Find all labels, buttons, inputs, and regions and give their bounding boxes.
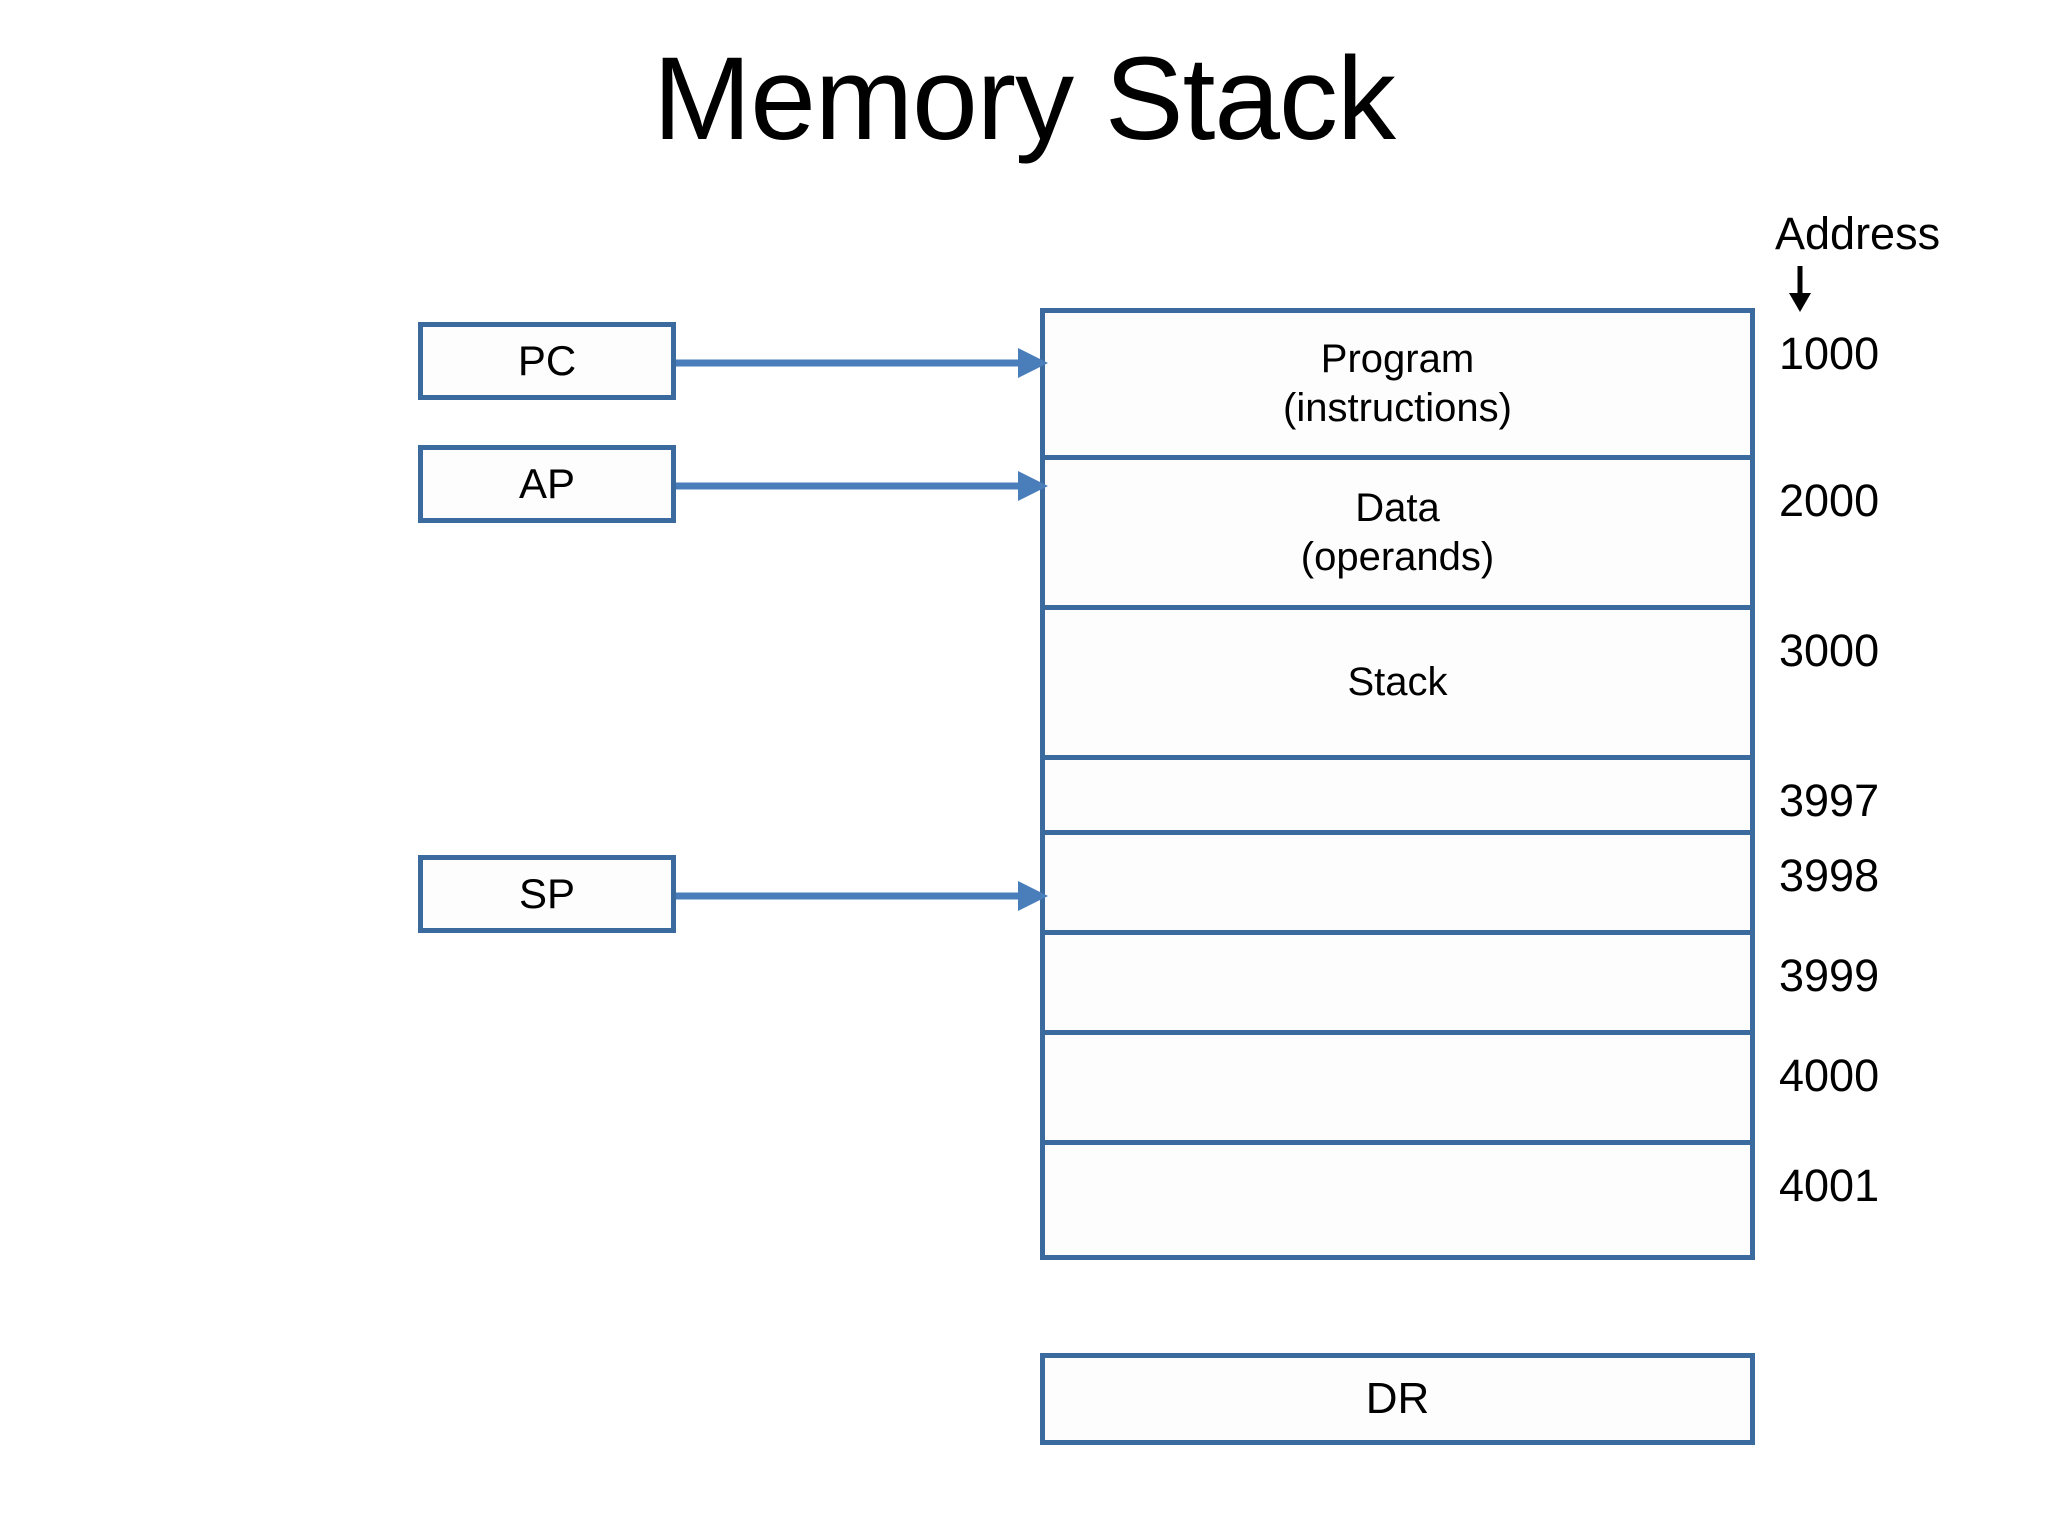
memory-row: Stack — [1045, 610, 1750, 760]
register-box-ap[interactable]: AP — [418, 445, 676, 523]
memory-row-label-line2: (instructions) — [1283, 386, 1512, 430]
memory-row — [1045, 1035, 1750, 1145]
memory-row-label-line1: Stack — [1347, 660, 1448, 705]
memory-row — [1045, 760, 1750, 835]
memory-row-label: Data(operands) — [1301, 484, 1494, 582]
address-value: 1000 — [1779, 328, 1880, 379]
page-title: Memory Stack — [652, 33, 1396, 165]
down-arrow-icon — [1783, 266, 1817, 312]
register-box-pc[interactable]: PC — [418, 322, 676, 400]
address-value: 4001 — [1779, 1160, 1880, 1211]
connector-arrow-sp-to-memory — [676, 876, 1048, 916]
memory-row-label-line2: (operands) — [1300, 534, 1495, 579]
memory-row — [1045, 1145, 1750, 1255]
address-value: 3999 — [1779, 950, 1880, 1001]
memory-row-label: Stack — [1347, 658, 1447, 707]
connector-arrow-ap-to-memory — [676, 466, 1048, 506]
memory-row: Data(operands) — [1045, 460, 1750, 610]
address-column-header: Address — [1775, 208, 1941, 259]
memory-row-label-line1: Data — [1355, 485, 1440, 530]
address-value: 2000 — [1779, 475, 1880, 526]
memory-row-label: Program(instructions) — [1283, 335, 1512, 433]
address-value: 3997 — [1779, 775, 1880, 826]
memory-row: Program(instructions) — [1045, 313, 1750, 460]
memory-row — [1045, 935, 1750, 1035]
address-value: 3998 — [1779, 850, 1880, 901]
register-box-dr[interactable]: DR — [1040, 1353, 1755, 1445]
register-box-sp[interactable]: SP — [418, 855, 676, 933]
address-value: 3000 — [1779, 625, 1880, 676]
address-value: 4000 — [1779, 1050, 1880, 1101]
connector-arrow-pc-to-memory — [676, 343, 1048, 383]
memory-row — [1045, 835, 1750, 935]
memory-block: Program(instructions) Data(operands) Stack — [1040, 308, 1755, 1260]
memory-row-label-line1: Program — [1320, 337, 1475, 382]
